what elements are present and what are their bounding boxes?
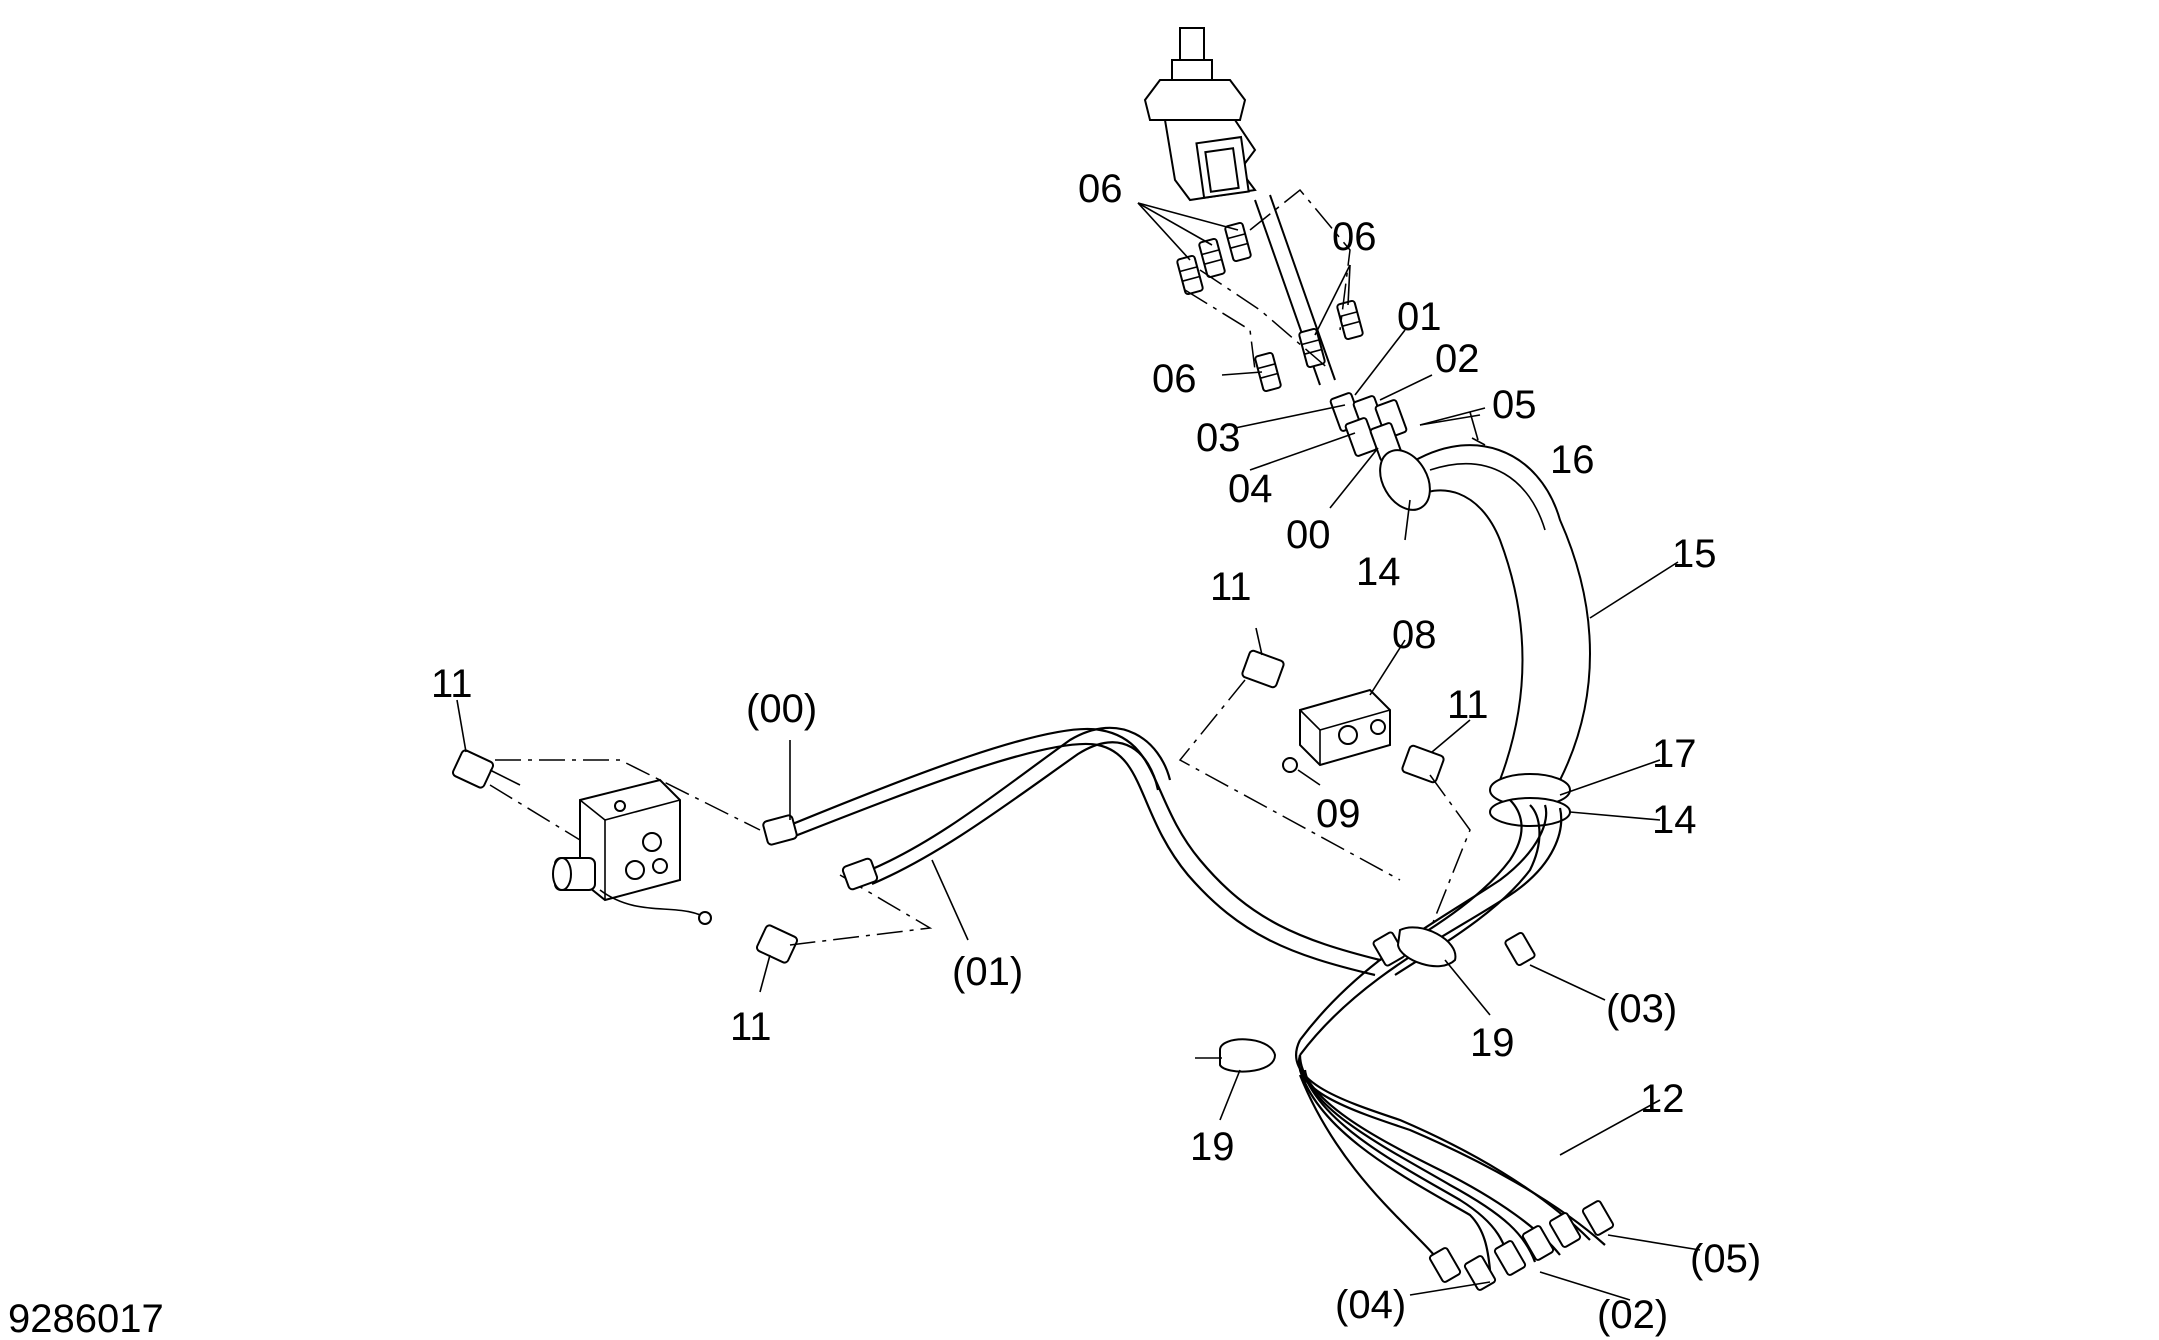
hose-end-cluster xyxy=(1329,392,1481,462)
callout-04: 04 xyxy=(1228,467,1273,511)
callout-p05: (05) xyxy=(1690,1237,1761,1281)
pilot-valve xyxy=(1143,27,1336,386)
callout-06: 06 xyxy=(1078,167,1123,211)
callout-09: 09 xyxy=(1316,792,1361,836)
fitting-11-center-top xyxy=(1241,649,1285,689)
figure-id: 9286017 xyxy=(8,1297,164,1340)
callout-02: 02 xyxy=(1435,337,1480,381)
callout-11: 11 xyxy=(1210,565,1252,609)
callout-06: 06 xyxy=(1332,215,1377,259)
callout-p03: (03) xyxy=(1606,987,1677,1031)
callout-19: 19 xyxy=(1470,1021,1515,1065)
callout-19: 19 xyxy=(1190,1125,1235,1169)
fitting-11-center-right xyxy=(1401,744,1445,784)
callout-08: 08 xyxy=(1392,613,1437,657)
callout-16: 16 xyxy=(1550,438,1595,482)
callout-17: 17 xyxy=(1652,732,1697,776)
bolt-09 xyxy=(1282,757,1298,773)
control-valve-block xyxy=(552,778,712,925)
callout-14: 14 xyxy=(1356,550,1401,594)
callout-p04: (04) xyxy=(1335,1283,1406,1327)
callout-15: 15 xyxy=(1672,532,1717,576)
callout-p02: (02) xyxy=(1597,1293,1668,1337)
block-08 xyxy=(1299,688,1391,767)
callout-00: 00 xyxy=(1286,513,1331,557)
callout-05: 05 xyxy=(1492,383,1537,427)
callout-12: 12 xyxy=(1640,1077,1685,1121)
leader-lines xyxy=(456,202,1701,1301)
callout-03: 03 xyxy=(1196,416,1241,460)
callout-14: 14 xyxy=(1652,798,1697,842)
hose-01 xyxy=(841,726,1172,891)
clamp-19-upper xyxy=(1396,926,1457,968)
callout-p00: (00) xyxy=(746,687,817,731)
hose-bundle-12 xyxy=(1294,799,1615,1291)
clamp-19-lower xyxy=(1195,1038,1277,1073)
callout-06: 06 xyxy=(1152,357,1197,401)
fitting-06-group xyxy=(1176,188,1364,393)
fitting-11-left xyxy=(451,749,521,789)
callout-11: 11 xyxy=(1447,683,1489,727)
callout-11: 11 xyxy=(730,1005,772,1049)
callout-11: 11 xyxy=(431,662,473,706)
callout-01: 01 xyxy=(1397,295,1442,339)
callout-p01: (01) xyxy=(952,950,1023,994)
protective-sleeve xyxy=(1379,444,1591,827)
fitting-11-lower xyxy=(755,924,799,964)
